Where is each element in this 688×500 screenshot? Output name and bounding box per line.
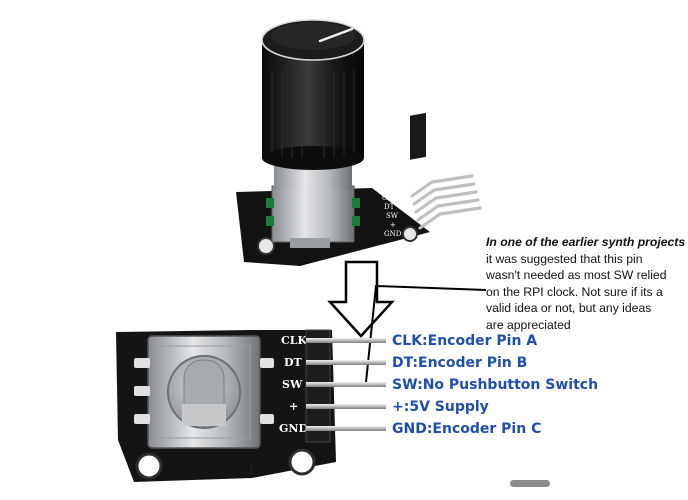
bottom-pin-label-sw: SW	[282, 378, 303, 391]
down-arrow	[327, 260, 395, 338]
top-pin-label-sw: SW	[386, 212, 399, 220]
pin-function-clk: CLK:Encoder Pin A	[392, 333, 538, 349]
note-line-6: are appreciated	[486, 317, 571, 332]
top-encoder-module: CLK DT SW + GND	[236, 19, 482, 266]
note-line-3: wasn't needed as most SW relied	[486, 268, 667, 283]
scroll-indicator[interactable]	[510, 480, 550, 487]
note-line-4: on the RPI clock. Not sure if its a	[486, 284, 663, 299]
bottom-pin-label-gnd: GND	[279, 422, 308, 435]
top-pin-label-gnd: GND	[384, 230, 402, 238]
pin-function-gnd: GND:Encoder Pin C	[392, 421, 542, 437]
note-line-5: valid idea or not, but any ideas	[486, 301, 652, 316]
top-pin-label-clk: CLK	[382, 194, 398, 202]
annotation-note: In one of the earlier synth projects it …	[486, 234, 686, 334]
top-pin-label-plus: +	[390, 221, 396, 229]
pin-function-dt: DT:Encoder Pin B	[392, 355, 528, 371]
note-line-1: In one of the earlier synth projects	[486, 235, 686, 249]
bottom-pin-label-clk: CLK	[281, 334, 307, 347]
bottom-encoder-module: CLK DT SW + GND	[116, 329, 386, 482]
top-pin-label-dt: DT	[384, 203, 395, 211]
bottom-header-pins	[306, 338, 386, 431]
pin-function-plus: +:5V Supply	[392, 399, 489, 415]
note-pointer-line	[365, 284, 487, 383]
bottom-pin-label-plus: +	[289, 400, 298, 413]
bottom-pin-label-dt: DT	[284, 356, 303, 369]
note-line-2: it was suggested that this pin	[486, 251, 643, 266]
top-header-pins	[410, 174, 482, 230]
top-switch-body	[271, 185, 355, 243]
pin-function-sw: SW:No Pushbutton Switch	[392, 377, 599, 393]
